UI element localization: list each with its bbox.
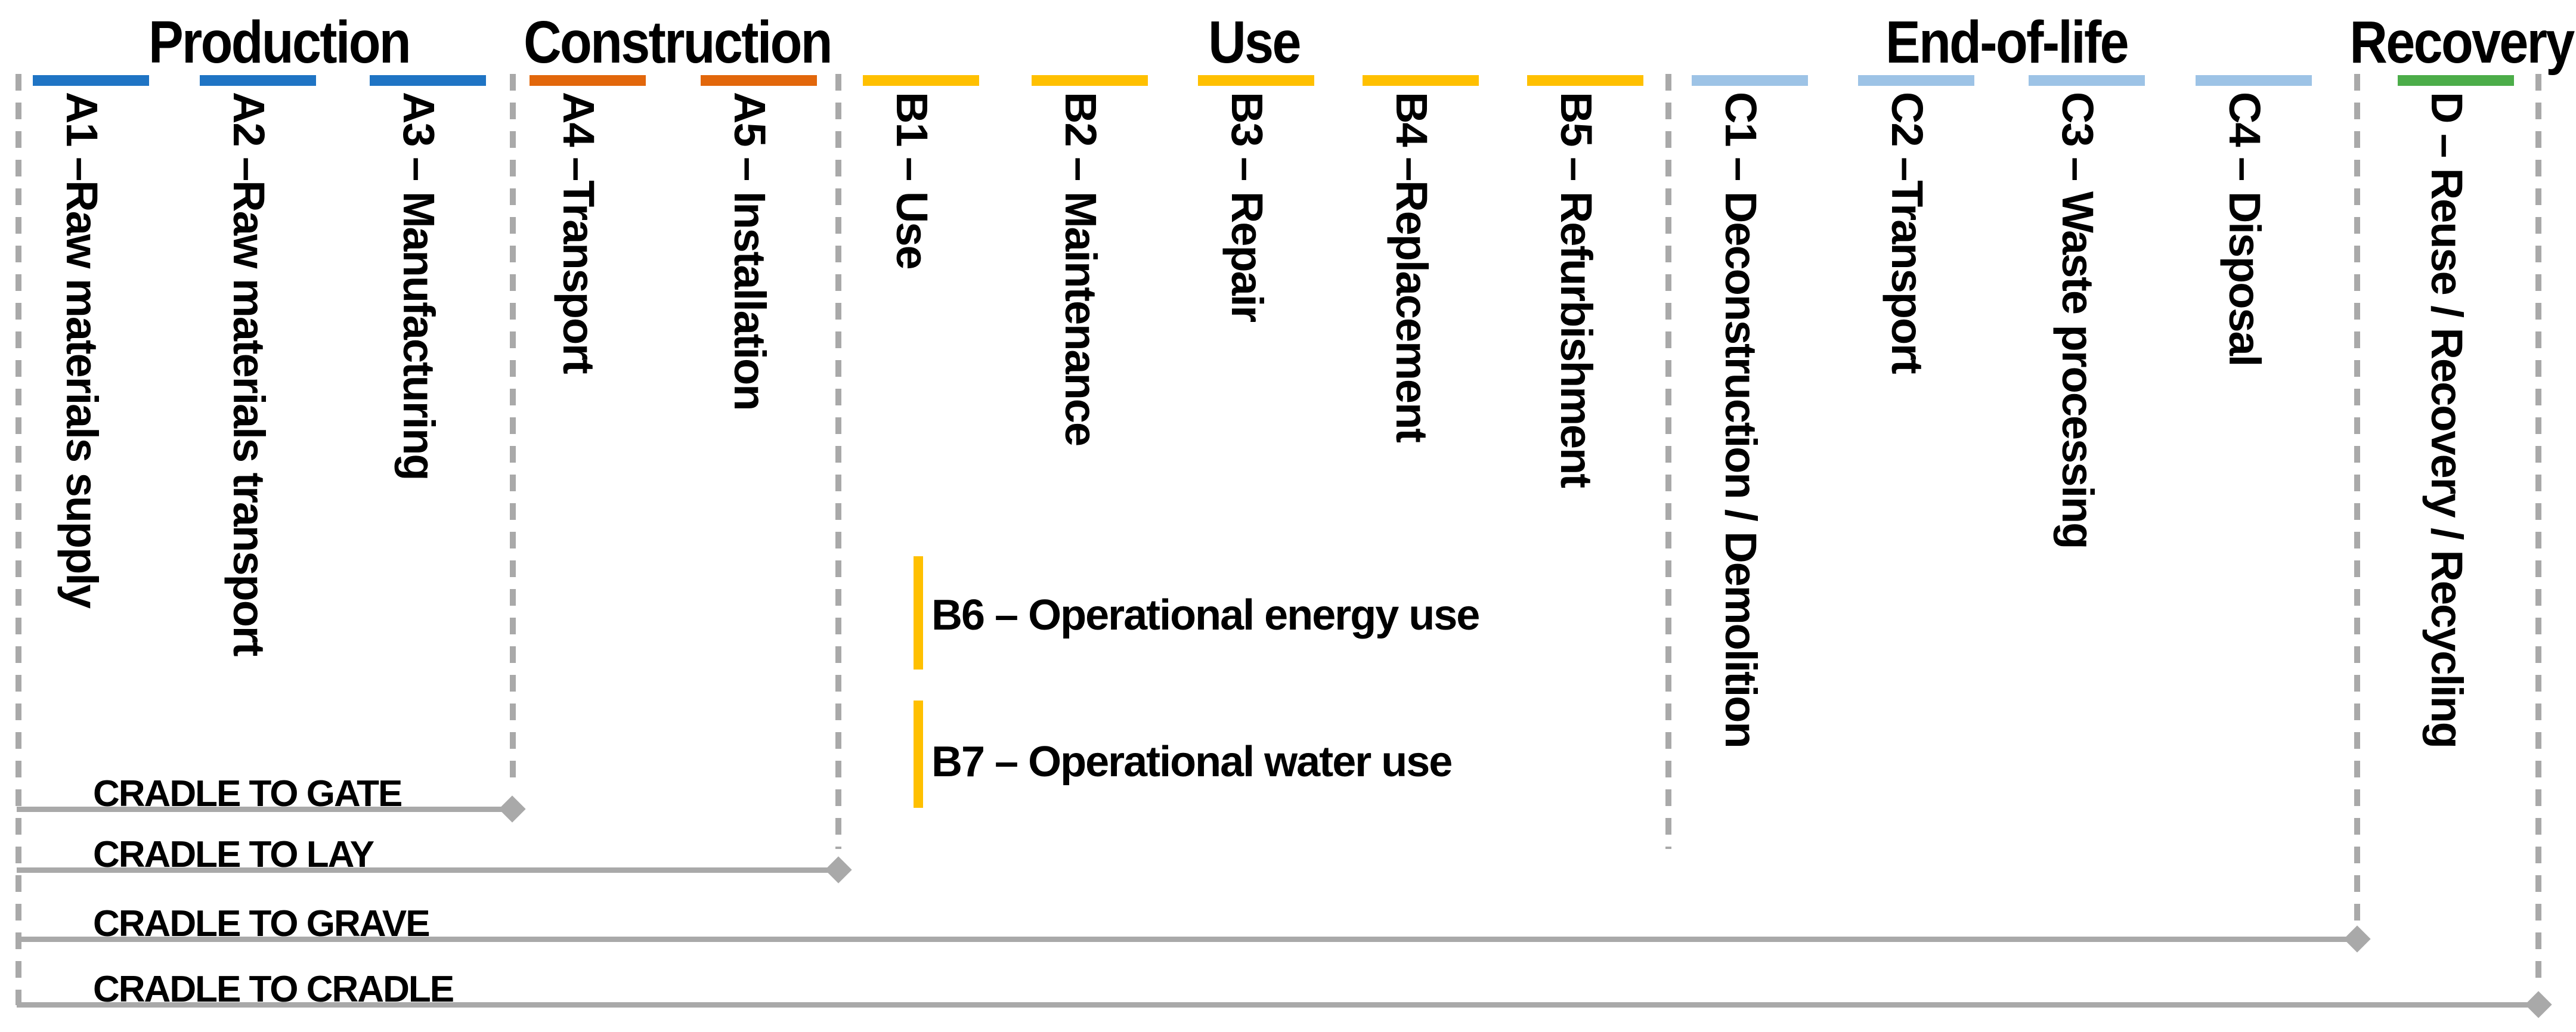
group-header-use: Use <box>1208 9 1301 76</box>
stage-bar-a5 <box>701 75 817 86</box>
dashed-separator-production-end <box>510 74 516 782</box>
stage-label-c1: C1 – Deconstruction / Demolition <box>1716 92 1766 748</box>
stage-bar-b1 <box>863 75 979 86</box>
stage-bar-b4 <box>1363 75 1479 86</box>
stage-label-a4: A4 –Transport <box>554 92 604 373</box>
stage-bar-c1 <box>1692 75 1808 86</box>
stage-bar-c3 <box>2029 75 2145 86</box>
operational-bar-b6 <box>914 556 923 670</box>
dashed-separator-end-of-life-end <box>2354 74 2360 921</box>
group-header-production: Production <box>148 9 411 76</box>
operational-bar-b7 <box>914 701 923 808</box>
stage-bar-b2 <box>1032 75 1148 86</box>
operational-label-b7: B7 – Operational water use <box>931 738 1453 786</box>
stage-label-a5: A5 – Installation <box>725 92 775 410</box>
stage-bar-c4 <box>2196 75 2312 86</box>
stage-bar-d <box>2398 75 2514 86</box>
stage-bar-c2 <box>1858 75 1974 86</box>
group-header-recovery: Recovery <box>2349 9 2575 76</box>
dashed-separator-left <box>16 74 21 1005</box>
stage-label-c4: C4 – Disposal <box>2220 92 2270 366</box>
stage-bar-a4 <box>530 75 646 86</box>
dashed-separator-use-end <box>1665 74 1671 849</box>
stage-bar-a3 <box>370 75 486 86</box>
stage-label-b5: B5 – Refurbishment <box>1552 92 1602 488</box>
operational-label-b6: B6 – Operational energy use <box>931 591 1480 639</box>
dashed-separator-right <box>2535 74 2541 988</box>
stage-label-b3: B3 – Repair <box>1222 92 1272 322</box>
stage-label-d: D – Reuse / Recovery / Recycling <box>2422 92 2472 748</box>
group-header-end-of-life: End-of-life <box>1885 9 2129 76</box>
scope-line-cradle-to-cradle <box>17 1002 2530 1008</box>
stage-label-b1: B1 – Use <box>887 92 937 269</box>
stage-label-c2: C2 –Transport <box>1883 92 1933 373</box>
scope-endpoint-cradle-to-lay <box>825 856 852 884</box>
dashed-separator-construction-end <box>835 74 841 849</box>
stage-bar-a2 <box>200 75 316 86</box>
stage-label-b4: B4 –Replacement <box>1387 92 1437 442</box>
scope-line-cradle-to-grave <box>17 937 2349 942</box>
stage-bar-b5 <box>1527 75 1643 86</box>
stage-bar-a1 <box>33 75 149 86</box>
stage-label-a3: A3 – Manufacturing <box>394 92 444 480</box>
scope-line-cradle-to-gate <box>17 807 504 812</box>
stage-bar-b3 <box>1198 75 1314 86</box>
scope-line-cradle-to-lay <box>17 867 830 873</box>
group-header-construction: Construction <box>524 9 832 76</box>
stage-label-a1: A1 –Raw materials supply <box>57 92 107 608</box>
scope-endpoint-cradle-to-cradle <box>2525 991 2552 1018</box>
scope-endpoint-cradle-to-grave <box>2343 925 2371 953</box>
stage-label-a2: A2 –Raw materials transport <box>224 92 274 656</box>
stage-label-b2: B2 – Maintenance <box>1056 92 1106 446</box>
stage-label-c3: C3 – Waste processing <box>2053 92 2103 548</box>
scope-endpoint-cradle-to-gate <box>499 795 526 823</box>
